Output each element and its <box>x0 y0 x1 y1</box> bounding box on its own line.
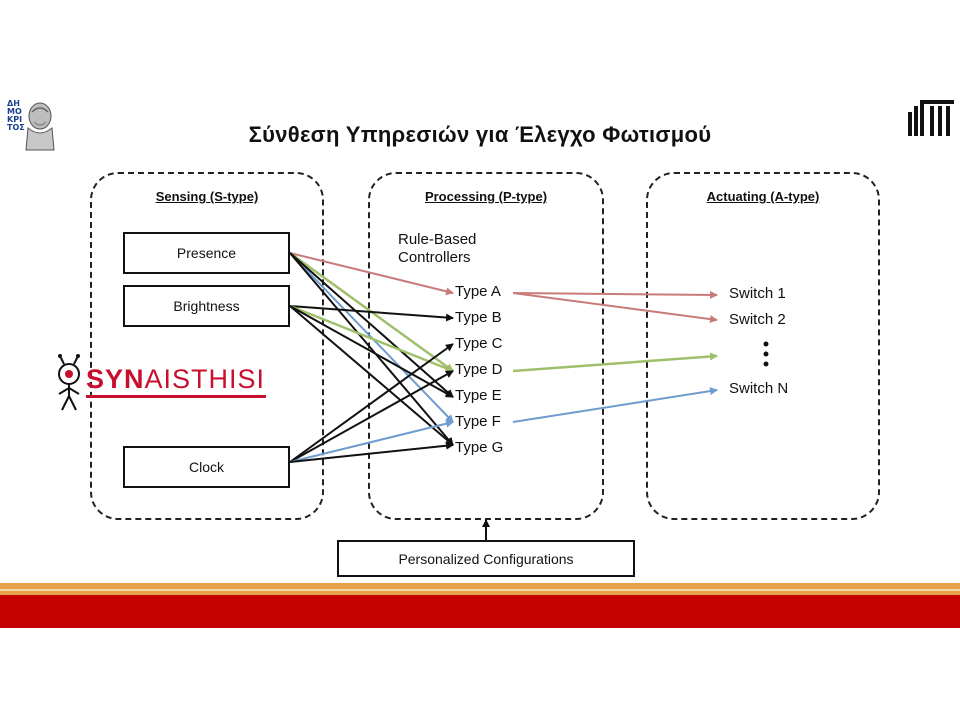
arrow-clock-typed <box>289 370 454 463</box>
actuating-group <box>646 172 880 520</box>
bust-icon <box>25 102 55 151</box>
iit-mark-icon <box>908 100 954 136</box>
processing-subtitle-line1: Rule-Based <box>398 231 477 248</box>
robot-mascot-icon <box>54 354 86 414</box>
personalized-configurations-box: Personalized Configurations <box>337 540 635 577</box>
demokritos-logo: ΔΗΜΟΚΡΙΤΟΣ <box>6 98 56 152</box>
arrow-brightness-typeg <box>289 305 454 446</box>
controller-type-g: Type G <box>455 439 504 456</box>
switch-2: Switch 2 <box>729 311 786 328</box>
arrow-clock-typeg <box>289 441 454 463</box>
arrow-typed-switch <box>512 352 718 373</box>
processing-subtitle-line2: Controllers <box>398 249 471 266</box>
footer-band-red <box>0 595 960 628</box>
arrow-presence-typee <box>289 252 454 398</box>
arrow-typef-switchn <box>512 387 718 423</box>
controller-type-b: Type B <box>455 309 502 326</box>
controller-type-d: Type D <box>455 361 503 378</box>
footer-band-highlight <box>0 589 960 591</box>
arrow-clock-typec <box>289 343 454 463</box>
sensor-presence: Presence <box>123 232 290 274</box>
arrow-typea-switch1 <box>512 290 718 299</box>
arrow-brightness-typed <box>289 304 454 373</box>
sensing-group <box>90 172 324 520</box>
demokritos-logo-text: ΔΗΜΟΚΡΙΤΟΣ <box>7 99 25 132</box>
synaisthisi-logo-prefix: SYN <box>86 364 145 394</box>
synaisthisi-logo-suffix: AISTHISI <box>144 364 266 394</box>
processing-label: Processing (P-type) <box>424 189 548 204</box>
arrow-brightness-typee <box>289 305 454 398</box>
iit-logo <box>906 98 956 150</box>
arrow-presence-typea <box>289 252 454 296</box>
sensing-label: Sensing (S-type) <box>155 189 259 204</box>
controller-type-f: Type F <box>455 413 501 430</box>
arrow-brightness-typeb <box>289 305 454 322</box>
controller-type-c: Type C <box>455 335 503 352</box>
switch-ellipsis-icon <box>762 340 770 370</box>
controller-type-e: Type E <box>455 387 502 404</box>
sensor-brightness: Brightness <box>123 285 290 327</box>
sensor-clock: Clock <box>123 446 290 488</box>
slide-title: Σύνθεση Υπηρεσιών για Έλεγχο Φωτισμού <box>248 122 712 147</box>
switch-n: Switch N <box>729 380 789 397</box>
actuating-label: Actuating (A-type) <box>706 189 820 204</box>
arrow-typea-switch2 <box>512 292 718 324</box>
synaisthisi-logo: SYNAISTHISI <box>86 364 265 395</box>
controller-type-a: Type A <box>455 283 501 300</box>
switch-1: Switch 1 <box>729 285 786 302</box>
arrow-presence-typeg <box>289 252 454 446</box>
synaisthisi-underline <box>86 395 266 398</box>
arrow-clock-typef <box>289 419 454 463</box>
